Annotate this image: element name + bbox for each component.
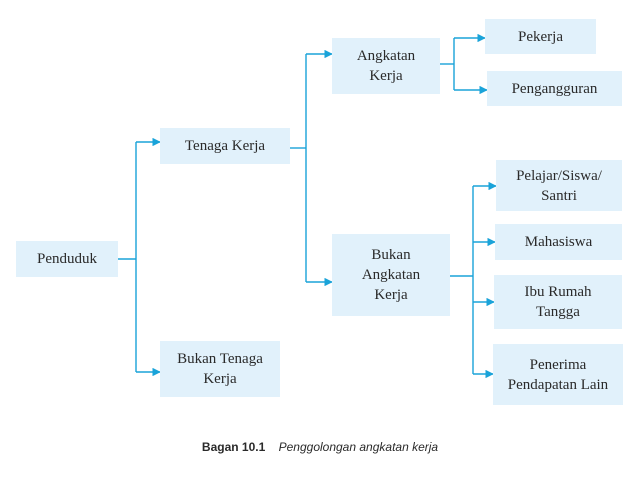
node-tenaga-kerja-label: Tenaga Kerja xyxy=(184,138,266,154)
node-ibu-rumah-tangga: Ibu Rumah Tangga xyxy=(494,275,622,329)
node-bukan-angkatan-kerja: Bukan Angkatan Kerja xyxy=(332,234,450,316)
node-bukan-angkatan-kerja-label: Bukan Angkatan Kerja xyxy=(361,247,421,303)
caption-label: Bagan 10.1 xyxy=(201,440,266,454)
node-pekerja: Pekerja xyxy=(485,19,596,54)
node-pengangguran-label: Pengangguran xyxy=(511,80,598,97)
node-penerima-pendapatan-lain: Penerima Pendapatan Lain xyxy=(493,344,623,405)
node-bukan-tenaga-kerja: Bukan Tenaga Kerja xyxy=(160,341,280,397)
node-penerima-pendapatan-lain-label: Penerima Pendapatan Lain xyxy=(507,356,609,393)
node-bukan-tenaga-kerja-label: Bukan Tenaga Kerja xyxy=(177,351,263,387)
node-pelajar-siswa-santri: Pelajar/Siswa/ Santri xyxy=(496,160,622,211)
node-angkatan-kerja-label: Angkatan Kerja xyxy=(356,48,416,84)
node-pelajar-siswa-santri-label: Pelajar/Siswa/ Santri xyxy=(516,167,602,204)
node-ibu-rumah-tangga-label: Ibu Rumah Tangga xyxy=(524,284,592,320)
node-mahasiswa: Mahasiswa xyxy=(495,224,622,260)
node-pengangguran: Pengangguran xyxy=(487,71,622,106)
caption-text: Penggolongan angkatan kerja xyxy=(278,440,439,454)
node-penduduk-label: Penduduk xyxy=(37,251,97,267)
node-angkatan-kerja: Angkatan Kerja xyxy=(332,38,440,94)
node-penduduk: Penduduk xyxy=(16,241,118,277)
node-tenaga-kerja: Tenaga Kerja xyxy=(160,128,290,164)
figure-caption: Bagan 10.1 Penggolongan angkatan kerja xyxy=(0,440,640,454)
node-pekerja-label: Pekerja xyxy=(518,28,563,45)
node-mahasiswa-label: Mahasiswa xyxy=(524,234,593,250)
